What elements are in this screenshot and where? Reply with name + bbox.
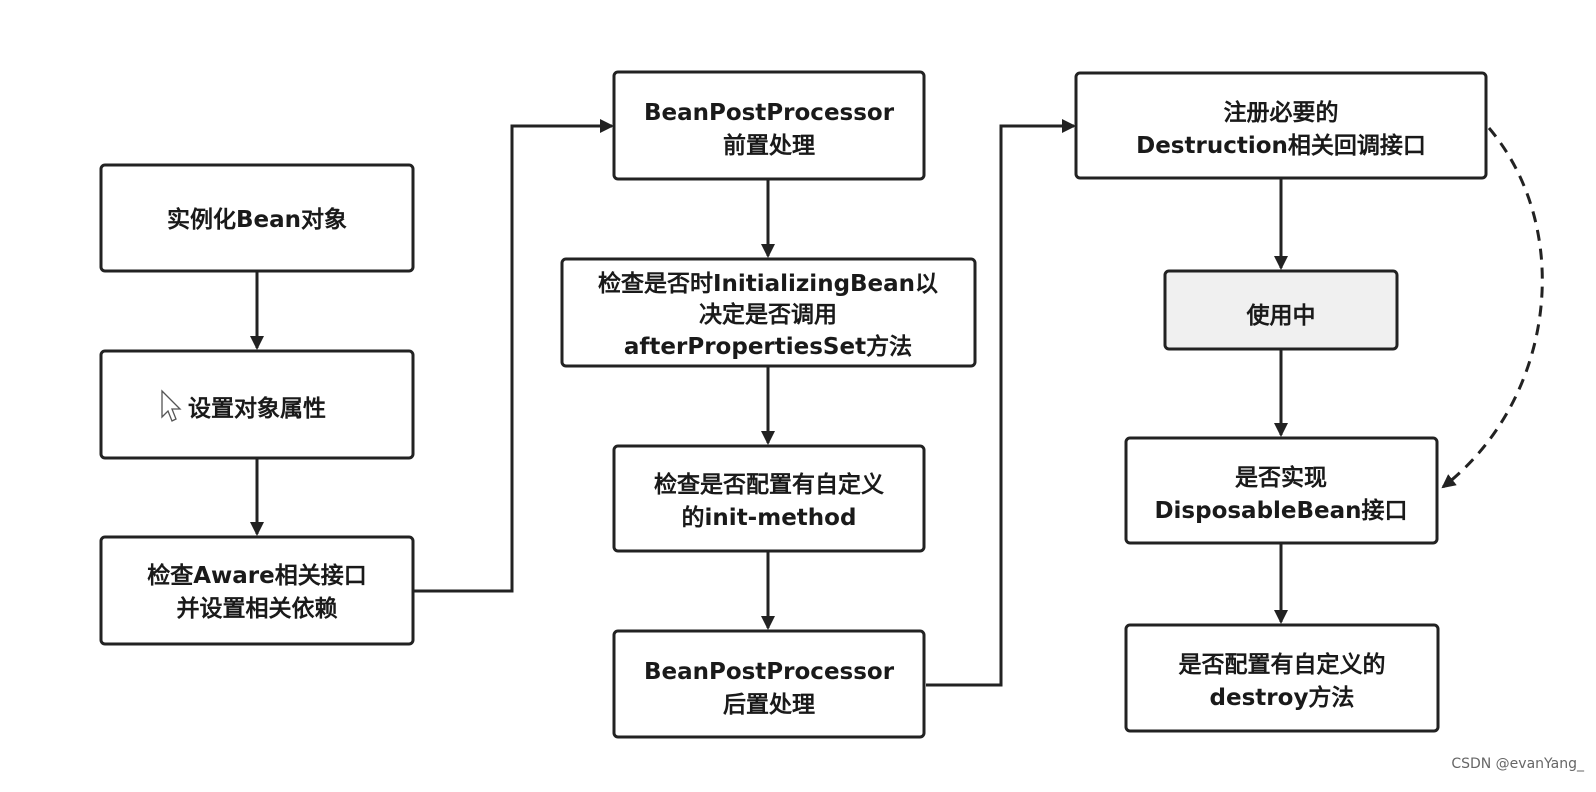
node-check-init-method-line-1: 检查是否配置有自定义 <box>654 471 884 498</box>
node-instantiate-bean-line-1: 实例化Bean对象 <box>167 206 347 233</box>
node-register-destruction: 注册必要的 Destruction相关回调接口 <box>1074 71 1488 180</box>
edge-bpp-after-to-register-destruction <box>926 119 1076 687</box>
node-bpp-after-line-1: BeanPostProcessor <box>644 659 895 685</box>
node-check-initializing-bean-line-1: 检查是否时InitializingBean以 <box>598 270 938 297</box>
node-bpp-after-line-2: 后置处理 <box>723 692 815 718</box>
node-bpp-before: BeanPostProcessor 前置处理 <box>612 70 926 181</box>
node-check-initializing-bean-line-3: afterPropertiesSet方法 <box>624 333 912 360</box>
node-check-aware-line-2: 并设置相关依赖 <box>177 595 338 622</box>
node-in-use-line-1: 使用中 <box>1246 303 1316 329</box>
node-register-destruction-line-1: 注册必要的 <box>1224 99 1339 126</box>
node-set-object-properties: 设置对象属性 <box>99 349 415 460</box>
node-check-disposable-bean-line-2: DisposableBean接口 <box>1154 498 1407 524</box>
node-instantiate-bean: 实例化Bean对象 <box>99 163 415 273</box>
node-bpp-before-line-1: BeanPostProcessor <box>644 100 895 126</box>
node-check-initializing-bean-line-2: 决定是否调用 <box>699 301 837 328</box>
node-register-destruction-line-2: Destruction相关回调接口 <box>1136 132 1426 159</box>
mouse-cursor-icon <box>161 389 182 422</box>
node-set-object-properties-line-1: 设置对象属性 <box>188 395 326 422</box>
node-check-disposable-bean: 是否实现 DisposableBean接口 <box>1124 436 1439 545</box>
node-check-init-method-line-2: 的init-method <box>682 504 857 531</box>
node-check-initializing-bean: 检查是否时InitializingBean以 决定是否调用 afterPrope… <box>560 257 977 368</box>
edges <box>250 119 1544 687</box>
node-check-destroy-method: 是否配置有自定义的 destroy方法 <box>1124 623 1440 733</box>
node-check-aware: 检查Aware相关接口 并设置相关依赖 <box>99 535 415 646</box>
watermark: CSDN @evanYang_ <box>1451 756 1585 772</box>
edge-register-destruction-to-check-disposable-dashed <box>1441 127 1544 489</box>
node-check-aware-line-1: 检查Aware相关接口 <box>147 562 367 589</box>
node-in-use: 使用中 <box>1163 269 1399 351</box>
edge-check-aware-to-bpp-before <box>414 119 614 593</box>
node-check-init-method: 检查是否配置有自定义 的init-method <box>612 444 926 553</box>
node-check-disposable-bean-line-1: 是否实现 <box>1235 464 1327 491</box>
node-check-destroy-method-line-1: 是否配置有自定义的 <box>1179 651 1386 678</box>
node-check-destroy-method-line-2: destroy方法 <box>1210 684 1355 711</box>
node-bpp-after: BeanPostProcessor 后置处理 <box>612 629 926 739</box>
node-bpp-before-line-2: 前置处理 <box>723 132 815 159</box>
